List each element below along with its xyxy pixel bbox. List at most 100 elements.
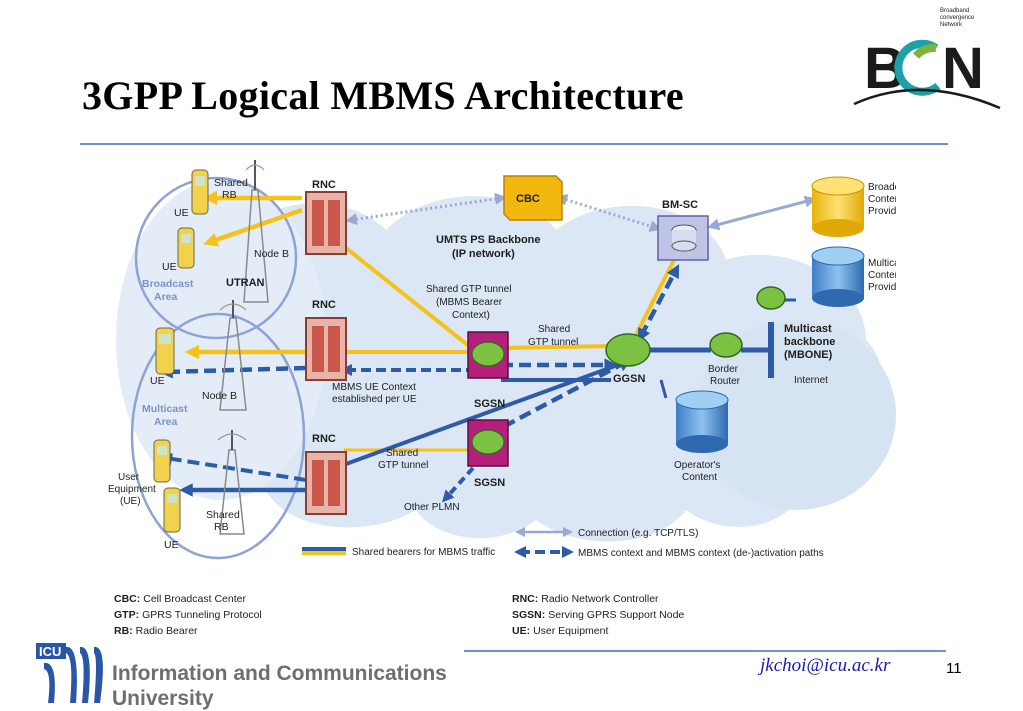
context-ggsn-bmsc [637, 264, 680, 342]
rnc-bottom [305, 451, 347, 515]
icu-logo-mark: ICU [36, 643, 103, 703]
bearer-ggsn-rnc-bot [345, 360, 627, 466]
label-sgsn-lower: SGSN [474, 477, 505, 489]
icu-logo-text: ICU [39, 644, 61, 659]
operators-content-db [675, 390, 729, 453]
university-name: Information and Communications Universit… [112, 661, 447, 711]
label-broadcast-provider-3: Provider [868, 206, 896, 217]
broadcast-area-ring [134, 176, 298, 340]
legend: Connection (e.g. TCP/TLS) Shared bearers… [302, 527, 824, 559]
label-shared-rb-bot-1: Shared [206, 509, 240, 521]
internet-cloud [696, 320, 896, 510]
label-multicast-provider-1: Multicast [868, 258, 896, 269]
node-b-tower-top [243, 160, 269, 303]
label-node-b-mid: Node B [202, 390, 237, 402]
ue-phone-1 [191, 169, 209, 215]
label-ue-3: UE [150, 375, 165, 387]
ue-phone-3 [155, 327, 175, 375]
bearer-rb-ue2 [203, 207, 303, 247]
label-cbc: CBC [516, 193, 540, 205]
label-other-plmn: Other PLMN [404, 502, 460, 513]
legend-connection-label: Connection (e.g. TCP/TLS) [578, 528, 698, 539]
context-rnc-bot-ue [160, 453, 307, 482]
label-broadcast-area-2: Area [154, 291, 178, 303]
footer-divider [464, 650, 946, 652]
radio-access-cloud [116, 180, 326, 500]
label-rnc-top: RNC [312, 179, 336, 191]
label-ue-1: UE [174, 207, 189, 219]
icu-logo: ICU [36, 643, 108, 705]
abbr-cbc: CBC:Cell Broadcast Center [114, 593, 246, 605]
label-multicast-provider-3: Provider [868, 282, 896, 293]
bcn-logo-mark: B N [853, 36, 1001, 110]
label-broadcast-area-1: Broadcast [142, 278, 194, 290]
link-rnc-cbc [345, 192, 507, 226]
broadcast-provider-db [811, 176, 865, 237]
label-border-router-1: Border [708, 364, 739, 375]
label-umts-backbone-1: UMTS PS Backbone [436, 234, 541, 246]
ue-phone-4 [153, 439, 171, 483]
university-name-line-1: Information and Communications [112, 662, 447, 685]
architecture-diagram-svg: Shared RB UE Node B UE Broadcast Area UT… [108, 160, 913, 637]
label-gtp-2b: GTP tunnel [378, 460, 428, 471]
ue-phone-5 [163, 487, 181, 533]
context-ggsn-sgsn-lower [499, 358, 632, 430]
label-broadcast-provider-2: Content [868, 194, 896, 205]
legend-bearer-swatch-blue [302, 547, 346, 551]
label-multicast-area-1: Multicast [142, 403, 188, 415]
label-broadcast-provider-1: Broadcast [868, 182, 896, 193]
bcn-logo: Broadband convergence Network B N [850, 4, 1010, 116]
border-router [709, 332, 743, 358]
logo-caption-1: Broadband [940, 8, 970, 14]
bearer-sgsn-ggsn [500, 344, 615, 350]
sgsn-lower-node [467, 419, 509, 467]
label-user-equipment-3: (UE) [120, 496, 141, 507]
multicast-provider-db [811, 246, 865, 307]
label-gtp-bearer-1: Shared GTP tunnel [426, 284, 511, 295]
label-multicast-area-2: Area [154, 416, 178, 428]
cbc-node [503, 175, 563, 221]
mbms-architecture-diagram: Shared RB UE Node B UE Broadcast Area UT… [106, 150, 913, 642]
abbr-gtp: GTP:GPRS Tunneling Protocol [114, 609, 262, 621]
logo-caption-2: convergence [940, 15, 975, 21]
link-ggsn-operator-content [659, 379, 668, 399]
legend-context-label: MBMS context and MBMS context (de-)activ… [578, 548, 824, 559]
label-ue-4: UE [164, 539, 179, 551]
slide-title: 3GPP Logical MBMS Architecture [82, 73, 684, 118]
abbr-sgsn: SGSN:Serving GPRS Support Node [512, 609, 684, 621]
label-gtp-2a: Shared [386, 448, 418, 459]
label-ggsn: GGSN [613, 373, 645, 385]
label-shared-rb-bot-2: RB [214, 521, 229, 533]
bmsc-node [657, 215, 709, 261]
label-mbone-1: Multicast [784, 323, 832, 335]
multicast-area-ring [130, 312, 306, 560]
mbone-router [756, 286, 786, 310]
abbr-rnc: RNC:Radio Network Controller [512, 593, 659, 605]
ggsn-router [605, 333, 651, 367]
context-sgsn-other-plmn [441, 466, 475, 503]
label-ue-2: UE [162, 261, 177, 273]
rnc-top [305, 191, 347, 255]
label-shared-rb-top-1: Shared [214, 177, 248, 189]
rnc-mid [305, 317, 347, 381]
bearer-rnc-top-sgsn [344, 246, 476, 352]
label-rnc-bot: RNC [312, 433, 336, 445]
label-ue-context-1: MBMS UE Context [332, 382, 416, 393]
abbr-rb: RB:Radio Bearer [114, 625, 198, 637]
label-shared-rb-top-2: RB [222, 189, 237, 201]
label-rnc-mid: RNC [312, 299, 336, 311]
university-name-line-2: University [112, 687, 214, 710]
label-utran: UTRAN [226, 277, 265, 289]
author-email[interactable]: jkchoi@icu.ac.kr [760, 655, 891, 676]
label-mbone-2: backbone [784, 336, 835, 348]
label-operators-content-1: Operator's [674, 460, 720, 471]
label-gtp-bearer-2: (MBMS Bearer [436, 297, 503, 308]
label-gtp-1a: Shared [538, 324, 570, 335]
legend-bearer-label: Shared bearers for MBMS traffic [352, 547, 495, 558]
link-cbc-bmsc [555, 194, 662, 232]
label-umts-backbone-2: (IP network) [452, 248, 515, 260]
label-ue-context-2: established per UE [332, 394, 417, 405]
ue-phone-2 [177, 227, 195, 269]
label-multicast-provider-2: Content [868, 270, 896, 281]
page-number: 11 [946, 660, 962, 677]
